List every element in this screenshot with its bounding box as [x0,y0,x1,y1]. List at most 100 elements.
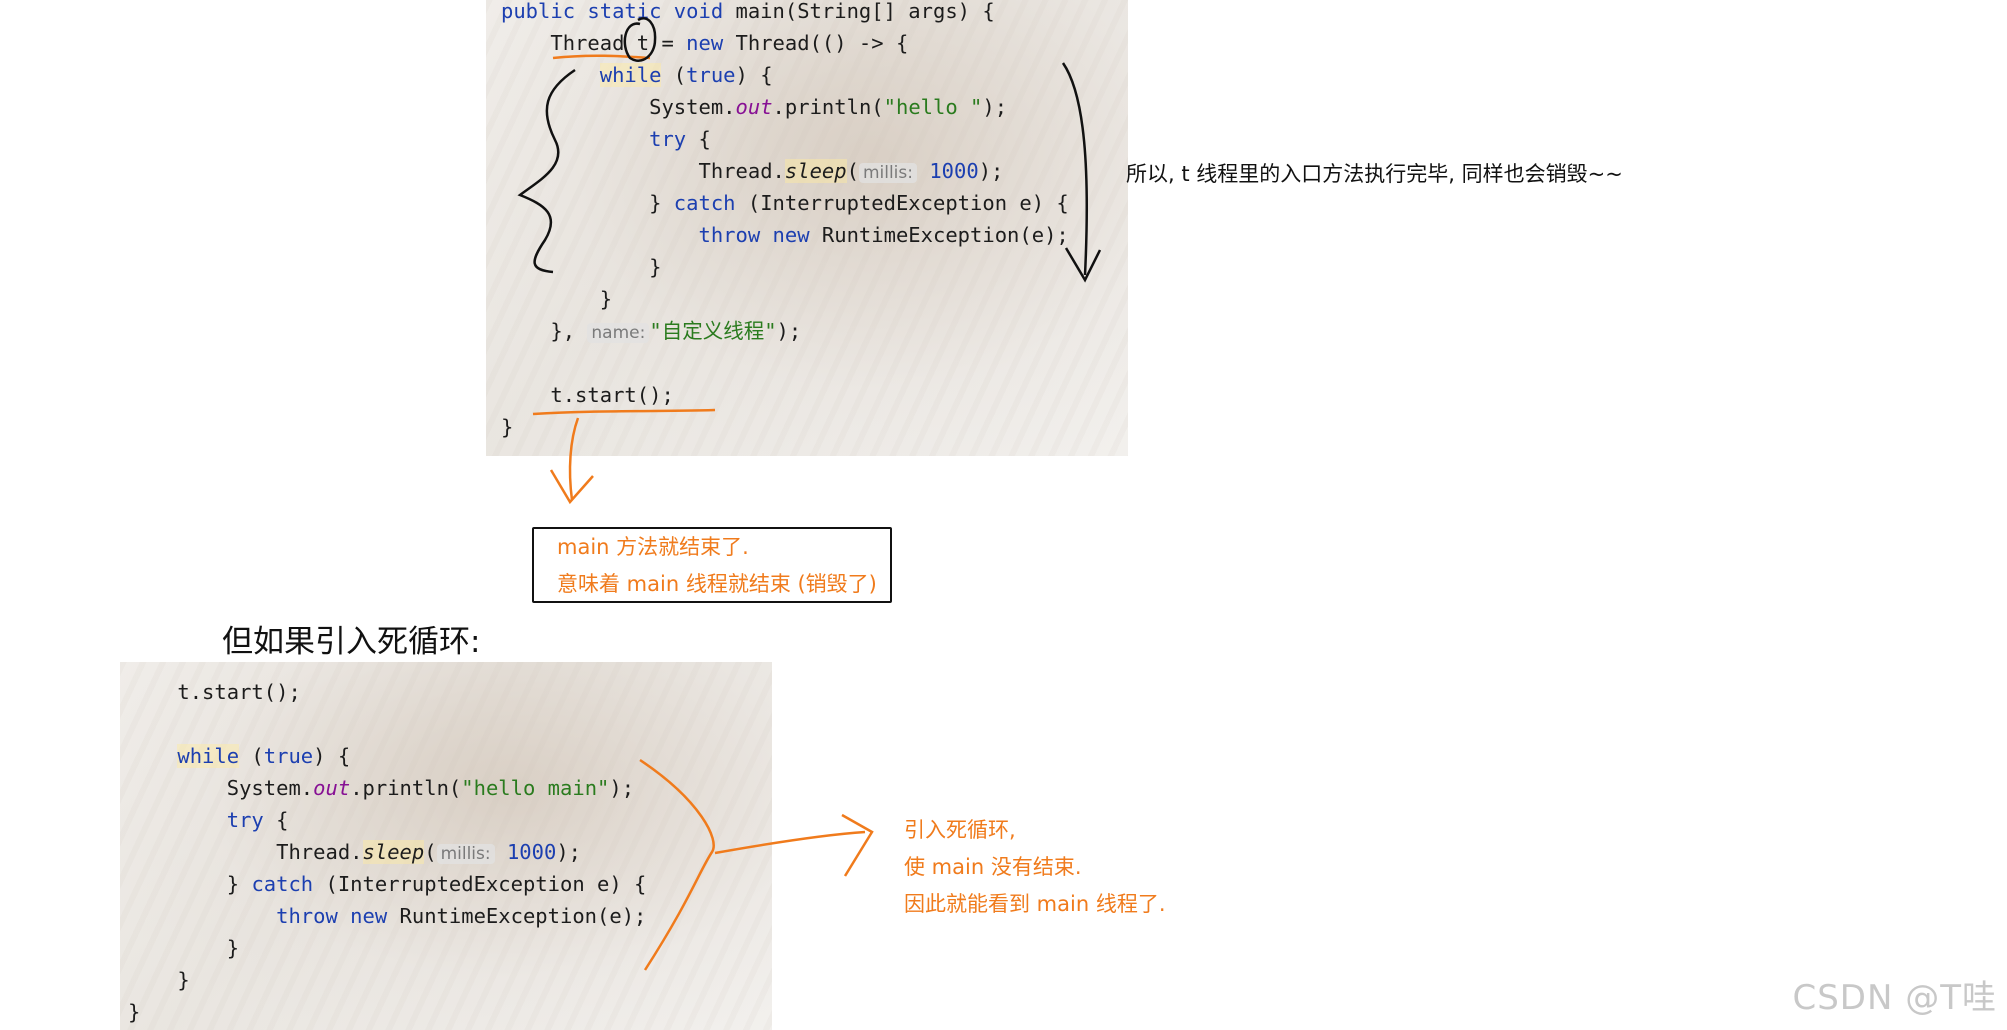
code-line: t.start(); [501,379,1069,411]
code-token: true [263,744,314,768]
code-line: Thread.sleep(millis: 1000); [501,155,1069,187]
code-token: "hello " [883,95,983,119]
code-line: } [501,251,1069,283]
code-line: throw new RuntimeException(e); [128,900,646,932]
code-token: t.start(); [177,680,301,704]
code-indent [128,872,227,896]
code-token: ( [424,840,437,864]
code-line: try { [128,804,646,836]
code-indent [501,95,649,119]
code-token: try [226,808,264,832]
bottom-note-3: 因此就能看到 main 线程了. [904,892,1166,916]
code-token: (InterruptedException e) { [313,872,647,896]
code-indent [501,255,649,279]
code-token: try [649,127,687,151]
code-token: sleep [784,159,847,183]
code-token: out [313,776,351,800]
code-token: } [128,1000,141,1024]
code-token: "自定义线程" [649,319,777,343]
top-code-block: public static void main(String[] args) {… [501,0,1069,443]
box-note-1: main 方法就结束了. [557,535,749,559]
code-token: ( [661,63,687,87]
code-token: .println( [350,776,462,800]
code-token: System. [226,776,314,800]
code-token: } [226,872,252,896]
code-token: ); [609,776,635,800]
code-token: public static void [501,0,736,23]
conclusion-box [532,527,892,603]
box-note-2: 意味着 main 线程就结束 (销毁了) [557,572,877,596]
code-line: } [128,996,646,1028]
section-heading: 但如果引入死循环: [222,624,481,660]
code-token: Thread. [276,840,363,864]
code-token: catch [673,191,736,215]
code-token: ( [239,744,264,768]
code-token: millis: [858,163,917,183]
code-indent [128,968,177,992]
code-line: } [128,932,646,964]
code-indent [501,287,600,311]
code-token: sleep [362,840,425,864]
code-token: 1000 [917,159,979,183]
bottom-code-block: t.start(); while (true) { System.out.pri… [128,676,646,1028]
code-token: Thread. [698,159,785,183]
code-token: 1000 [494,840,557,864]
code-token: while [599,63,662,87]
code-token: .println( [772,95,884,119]
code-token: ); [982,95,1008,119]
code-token: } [501,415,514,439]
code-line: } catch (InterruptedException e) { [501,187,1069,219]
code-indent [128,744,177,768]
code-token: ); [978,159,1004,183]
code-line: Thread t = new Thread(() -> { [501,27,1069,59]
code-line: try { [501,123,1069,155]
top-code-panel: public static void main(String[] args) {… [486,0,1128,456]
code-line: } [501,283,1069,315]
code-line [501,347,1069,379]
code-line: } catch (InterruptedException e) { [128,868,647,900]
watermark: CSDN @T哇 [1792,978,1997,1018]
code-token: while [177,744,240,768]
code-indent [501,191,649,215]
code-line: System.out.println("hello main"); [128,772,646,804]
code-token: t.start(); [550,383,674,407]
code-line: throw new RuntimeException(e); [501,219,1069,251]
code-line: Thread.sleep(millis: 1000); [128,836,646,868]
code-line: }, name:"自定义线程"); [501,315,1069,347]
code-token: } [599,287,613,311]
code-line: while (true) { [501,59,1069,91]
code-indent [501,159,698,183]
code-indent [501,223,698,247]
code-token: throw new [276,904,400,928]
code-token: new [686,31,736,55]
code-token: } [226,936,240,960]
code-token: out [735,95,773,119]
code-token: catch [251,872,314,896]
code-token: name: [587,323,650,343]
code-indent [128,904,276,928]
code-indent [501,127,649,151]
code-token: (InterruptedException e) { [735,191,1069,215]
code-token: ) { [735,63,773,87]
down-arrow-orange-head [549,469,594,505]
code-indent [128,680,177,704]
code-indent [501,63,600,87]
bottom-note-1: 引入死循环, [904,818,1016,842]
code-token: RuntimeException(e); [399,904,647,928]
code-line: } [501,411,1069,443]
code-token: ); [556,840,582,864]
code-token: } [649,191,674,215]
bottom-arrow-head [841,813,874,877]
code-token: Thread(() -> { [735,31,909,55]
code-token: } [649,255,662,279]
code-token: { [686,127,711,151]
code-line: t.start(); [128,676,646,708]
code-token: RuntimeException(e); [821,223,1069,247]
code-token: true [686,63,736,87]
code-token: ); [776,319,802,343]
code-indent [501,31,550,55]
code-token: { [263,808,289,832]
bottom-code-panel: t.start(); while (true) { System.out.pri… [120,662,772,1030]
code-line: } [128,964,646,996]
code-indent [128,808,227,832]
